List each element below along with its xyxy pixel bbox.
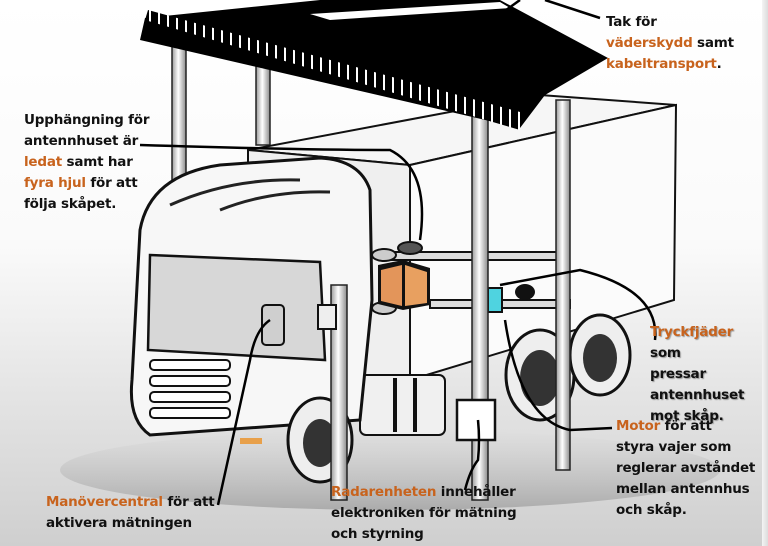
right-edge-shadow bbox=[762, 0, 768, 546]
annotation-line: antennhuset bbox=[650, 387, 745, 403]
annotation-line: mellan antennhus bbox=[616, 481, 750, 497]
cab-control-unit bbox=[261, 304, 285, 346]
radar-unit bbox=[455, 398, 497, 442]
annotation-roof: Tak för väderskydd samt kabeltransport. bbox=[606, 12, 734, 75]
annotation-line: Motor för att bbox=[616, 418, 712, 434]
annotation-spring: Tryckfjäder som pressar antennhuset mot … bbox=[650, 322, 768, 427]
annotation-radar: Radarenheten innehåller elektroniken för… bbox=[331, 482, 517, 545]
rear-wheels bbox=[504, 313, 632, 422]
annotation-line: Upphängning för bbox=[24, 112, 150, 128]
annotation-line: följa skåpet. bbox=[24, 196, 117, 212]
annotation-line: väderskydd samt bbox=[606, 35, 734, 51]
annotation-suspension: Upphängning för antennhuset är ledat sam… bbox=[24, 110, 150, 215]
callout-lines bbox=[139, 0, 657, 506]
annotation-line: Radarenheten innehåller bbox=[331, 484, 516, 500]
fuel-tanks bbox=[359, 374, 446, 436]
annotation-line: reglerar avståndet bbox=[616, 460, 756, 476]
annotation-line: Tak för bbox=[606, 14, 657, 30]
annotation-line: ledat samt har bbox=[24, 154, 133, 170]
annotation-motor: Motor för att styra vajer som reglerar a… bbox=[616, 416, 755, 521]
annotation-control: Manövercentral för att aktivera mätninge… bbox=[46, 492, 215, 534]
annotation-line: och styrning bbox=[331, 526, 424, 542]
antenna-house bbox=[378, 260, 430, 310]
annotation-line: styra vajer som bbox=[616, 439, 732, 455]
annotation-line: aktivera mätningen bbox=[46, 515, 192, 531]
annotation-line: Tryckfjäder som bbox=[650, 324, 734, 361]
annotation-line: mot skåp. bbox=[650, 408, 724, 424]
annotation-line: elektroniken för mätning bbox=[331, 505, 517, 521]
annotation-line: och skåp. bbox=[616, 502, 687, 518]
annotation-line: pressar bbox=[650, 366, 706, 382]
control-panel bbox=[317, 304, 337, 330]
annotation-line: fyra hjul för att bbox=[24, 175, 138, 191]
canopy-roof bbox=[140, 0, 608, 130]
annotation-line: Manövercentral för att bbox=[46, 494, 215, 510]
motor-unit bbox=[487, 284, 535, 313]
annotation-line: antennhuset är bbox=[24, 133, 139, 149]
annotation-line: kabeltransport. bbox=[606, 56, 722, 72]
ground-shadow bbox=[60, 430, 720, 510]
